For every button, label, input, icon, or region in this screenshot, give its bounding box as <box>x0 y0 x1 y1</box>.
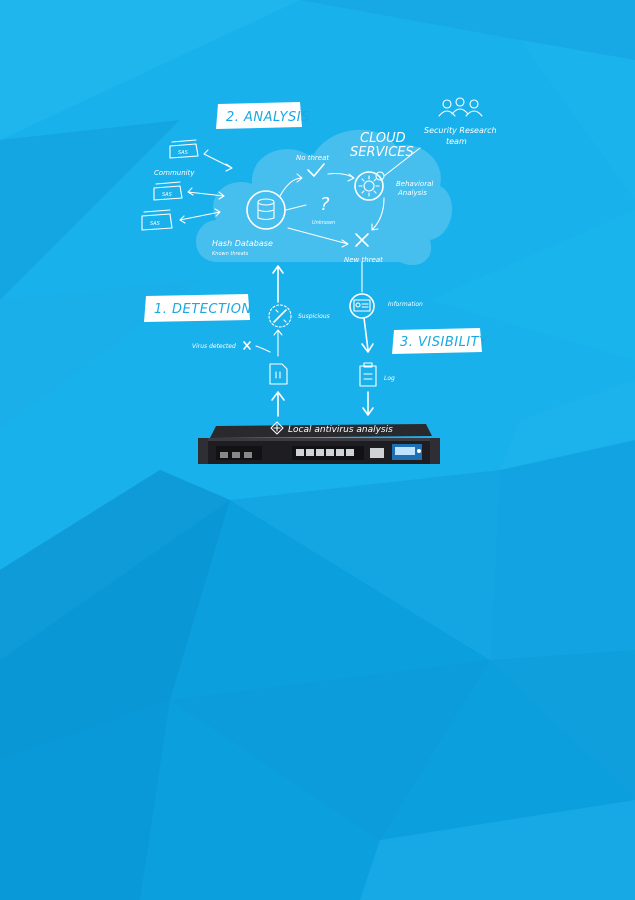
svg-text:SAS: SAS <box>162 192 173 198</box>
database-icon <box>246 190 286 230</box>
research-line2: team <box>446 137 467 146</box>
behavioral-line1: Behavioral <box>396 180 433 188</box>
cloud-shape <box>196 129 453 266</box>
svg-text:SAS: SAS <box>150 221 161 227</box>
cross-icon <box>243 341 251 350</box>
hash-db-line2: Known threats <box>212 251 249 257</box>
clipboard-icon <box>359 362 377 387</box>
appliance-device <box>198 424 440 464</box>
research-line1: Security Research <box>424 126 497 135</box>
bug-icon <box>268 304 292 328</box>
behavioral-line2: Analysis <box>397 189 427 197</box>
file-icon <box>269 363 288 385</box>
new-threat-label: New threat <box>344 256 383 264</box>
virus-detected-label: Virus detected <box>192 343 236 350</box>
svg-text:3. VISIBILITY: 3. VISIBILITY <box>400 335 488 350</box>
visibility-label: 3. VISIBILITY <box>392 328 488 354</box>
unknown-question: ? <box>320 194 330 215</box>
svg-text:SAS: SAS <box>178 150 189 156</box>
appliance-logo-icon <box>270 421 284 435</box>
detection-label: 1. DETECTION <box>144 294 252 322</box>
no-threat-label: No threat <box>296 154 329 162</box>
svg-text:2. ANALYSIS: 2. ANALYSIS <box>226 110 310 125</box>
unknown-label: Unknown <box>312 220 335 226</box>
log-label: Log <box>384 375 395 382</box>
hash-db-line1: Hash Database <box>212 239 273 248</box>
community-device-2: SAS <box>153 181 183 201</box>
check-icon <box>307 163 325 177</box>
analysis-label: 2. ANALYSIS <box>216 102 310 129</box>
id-card-icon <box>349 293 375 319</box>
cloud-title-line1: CLOUD <box>360 131 406 146</box>
community-label: Community <box>154 169 195 177</box>
users-icon <box>438 97 483 117</box>
information-label: Information <box>388 301 423 308</box>
community-device-3: SAS <box>141 209 173 231</box>
suspicious-label: Suspicious <box>298 313 330 320</box>
cloud-title-line2: SERVICES <box>350 145 414 160</box>
svg-text:1. DETECTION: 1. DETECTION <box>154 302 252 317</box>
community-device-1: SAS <box>169 139 199 159</box>
appliance-label: Local antivirus analysis <box>288 425 393 435</box>
cross-icon <box>355 233 369 247</box>
